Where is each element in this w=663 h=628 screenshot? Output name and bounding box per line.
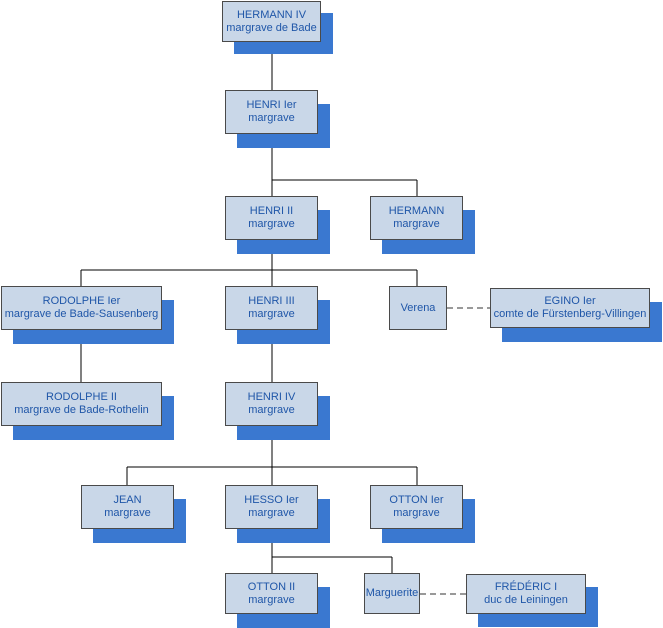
node-title: margrave bbox=[393, 218, 440, 230]
node-box: Marguerite bbox=[364, 573, 420, 614]
node-title: margrave bbox=[248, 404, 295, 416]
node-box: OTTON Ier margrave bbox=[370, 485, 463, 529]
node-title: margrave bbox=[393, 507, 440, 519]
node-title: duc de Leiningen bbox=[484, 594, 568, 606]
node-box: RODOLPHE Ier margrave de Bade-Sausenberg bbox=[1, 286, 162, 330]
node-name: HENRI Ier bbox=[246, 99, 297, 111]
node-name: OTTON II bbox=[247, 580, 296, 593]
node-box: HERMANN margrave bbox=[370, 196, 463, 240]
node-name: OTTON Ier bbox=[389, 494, 444, 506]
node-name: Marguerite bbox=[365, 587, 419, 599]
node-box: Verena bbox=[389, 286, 447, 330]
node-name: HERMANN bbox=[388, 205, 445, 217]
node-name: HESSO Ier bbox=[244, 494, 299, 506]
node-box: HERMANN IV margrave de Bade bbox=[222, 1, 321, 42]
node-name: Verena bbox=[400, 301, 436, 314]
node-title: margrave bbox=[248, 218, 295, 230]
node-box: FRÉDÉRIC I duc de Leiningen bbox=[466, 574, 586, 614]
node-title: margrave de Bade bbox=[226, 21, 317, 34]
node-name: RODOLPHE Ier bbox=[42, 295, 121, 307]
node-title: margrave bbox=[248, 593, 295, 606]
node-name: JEAN bbox=[113, 494, 142, 506]
node-name: HENRI II bbox=[249, 205, 294, 217]
node-box: HENRI II margrave bbox=[225, 196, 318, 240]
node-box: OTTON II margrave bbox=[225, 573, 318, 614]
node-box: JEAN margrave bbox=[81, 485, 174, 529]
node-name: RODOLPHE II bbox=[46, 391, 117, 403]
node-title: margrave bbox=[248, 112, 295, 124]
node-title: margrave de Bade-Rothelin bbox=[14, 404, 149, 416]
node-title: margrave bbox=[104, 507, 151, 519]
node-box: RODOLPHE II margrave de Bade-Rothelin bbox=[1, 382, 162, 426]
node-box: HENRI Ier margrave bbox=[225, 90, 318, 134]
node-title: comte de Fürstenberg-Villingen bbox=[493, 308, 647, 320]
node-box: EGINO Ier comte de Fürstenberg-Villingen bbox=[490, 288, 650, 328]
node-name: HERMANN IV bbox=[236, 8, 307, 21]
node-box: HENRI IV margrave bbox=[225, 382, 318, 426]
node-title: margrave de Bade-Sausenberg bbox=[4, 308, 159, 320]
node-name: HENRI III bbox=[248, 295, 295, 307]
node-box: HESSO Ier margrave bbox=[225, 485, 318, 529]
node-name: HENRI IV bbox=[247, 391, 296, 403]
node-box: HENRI III margrave bbox=[225, 286, 318, 330]
node-name: EGINO Ier bbox=[544, 295, 596, 307]
node-title: margrave bbox=[248, 308, 295, 320]
node-title: margrave bbox=[248, 507, 295, 519]
node-name: FRÉDÉRIC I bbox=[494, 581, 558, 593]
